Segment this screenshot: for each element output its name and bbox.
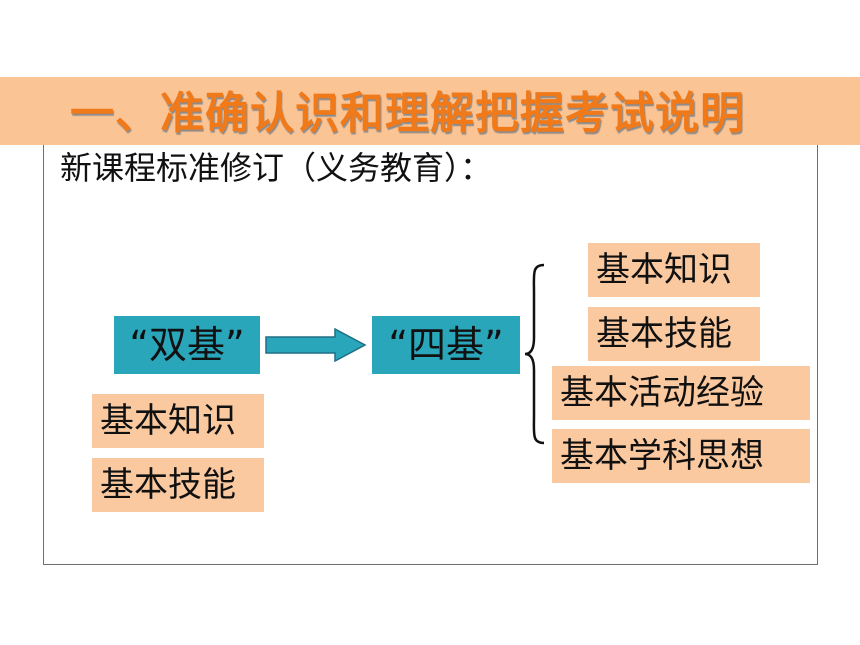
right-item-basic-skills: 基本技能 bbox=[588, 307, 760, 361]
arrow-right-icon bbox=[265, 328, 367, 362]
concept-label-shuangji: “双基” bbox=[129, 323, 245, 367]
right-item-activity-experience: 基本活动经验 bbox=[552, 366, 810, 420]
left-item-basic-knowledge: 基本知识 bbox=[92, 394, 264, 448]
curly-brace-icon bbox=[524, 263, 545, 445]
right-item-subject-thinking: 基本学科思想 bbox=[552, 429, 810, 483]
left-item-basic-skills: 基本技能 bbox=[92, 458, 264, 512]
section-subtitle: 新课程标准修订（义务教育）： bbox=[60, 149, 493, 187]
right-item-basic-knowledge: 基本知识 bbox=[588, 243, 760, 297]
slide-title: 一、准确认识和理解把握考试说明 bbox=[70, 88, 745, 139]
title-banner bbox=[0, 77, 860, 145]
concept-box-siji: “四基” bbox=[372, 316, 520, 374]
concept-label-siji: “四基” bbox=[388, 323, 504, 367]
content-frame bbox=[43, 145, 818, 565]
concept-box-shuangji: “双基” bbox=[114, 316, 260, 374]
